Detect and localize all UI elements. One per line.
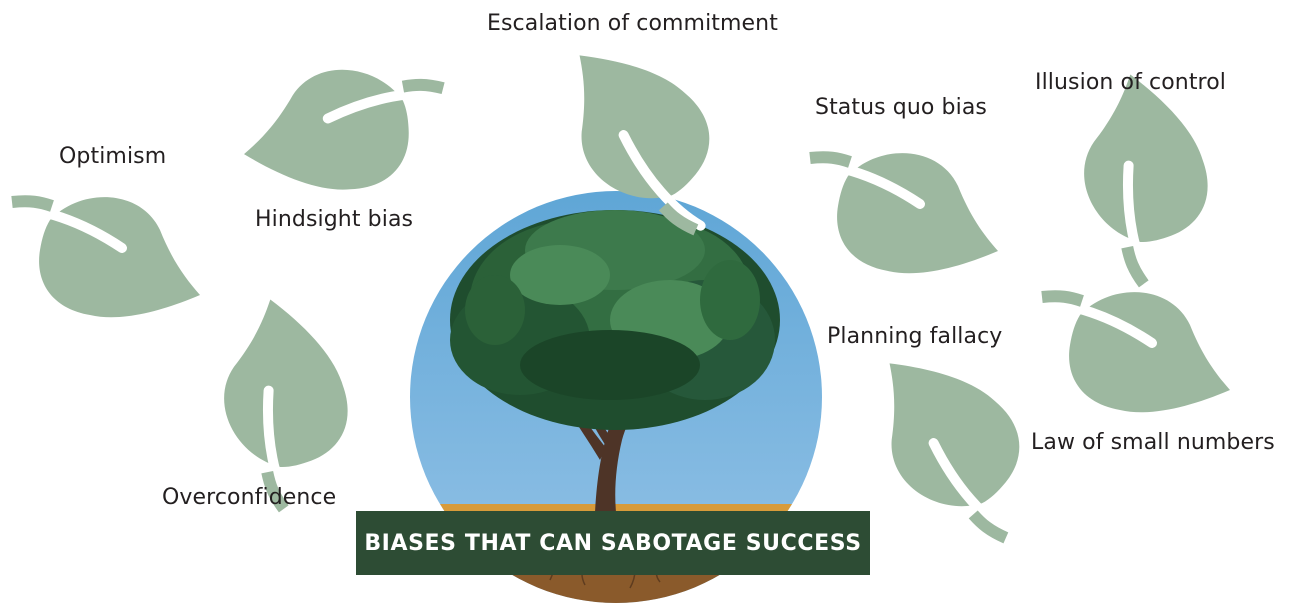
leaf-icon-escalation-of-commitment xyxy=(545,52,745,192)
label-planning-fallacy: Planning fallacy xyxy=(827,324,1003,349)
leaf-icon-illusion-of-control xyxy=(1045,100,1245,240)
label-overconfidence: Overconfidence xyxy=(162,485,337,510)
label-law-of-small-numbers: Law of small numbers xyxy=(1031,430,1275,455)
leaf-icon-law-of-small-numbers xyxy=(1040,285,1240,425)
tree-scene xyxy=(410,191,822,603)
leaf-icon-overconfidence xyxy=(185,325,385,465)
leaf-icon-status-quo-bias xyxy=(808,146,1008,286)
label-optimism: Optimism xyxy=(59,144,167,169)
leaf-icon-optimism xyxy=(10,190,210,330)
label-illusion-of-control: Illusion of control xyxy=(1035,70,1226,95)
label-escalation-of-commitment: Escalation of commitment xyxy=(487,11,778,36)
title-banner: BIASES THAT CAN SABOTAGE SUCCESS xyxy=(356,511,870,575)
label-status-quo-bias: Status quo bias xyxy=(815,95,987,120)
tree-canopy xyxy=(450,210,780,430)
label-hindsight-bias: Hindsight bias xyxy=(255,207,414,232)
leaf-icon-planning-fallacy xyxy=(855,360,1055,500)
leaf-icon-hindsight-bias xyxy=(238,62,438,202)
diagram-title: BIASES THAT CAN SABOTAGE SUCCESS xyxy=(364,530,862,556)
